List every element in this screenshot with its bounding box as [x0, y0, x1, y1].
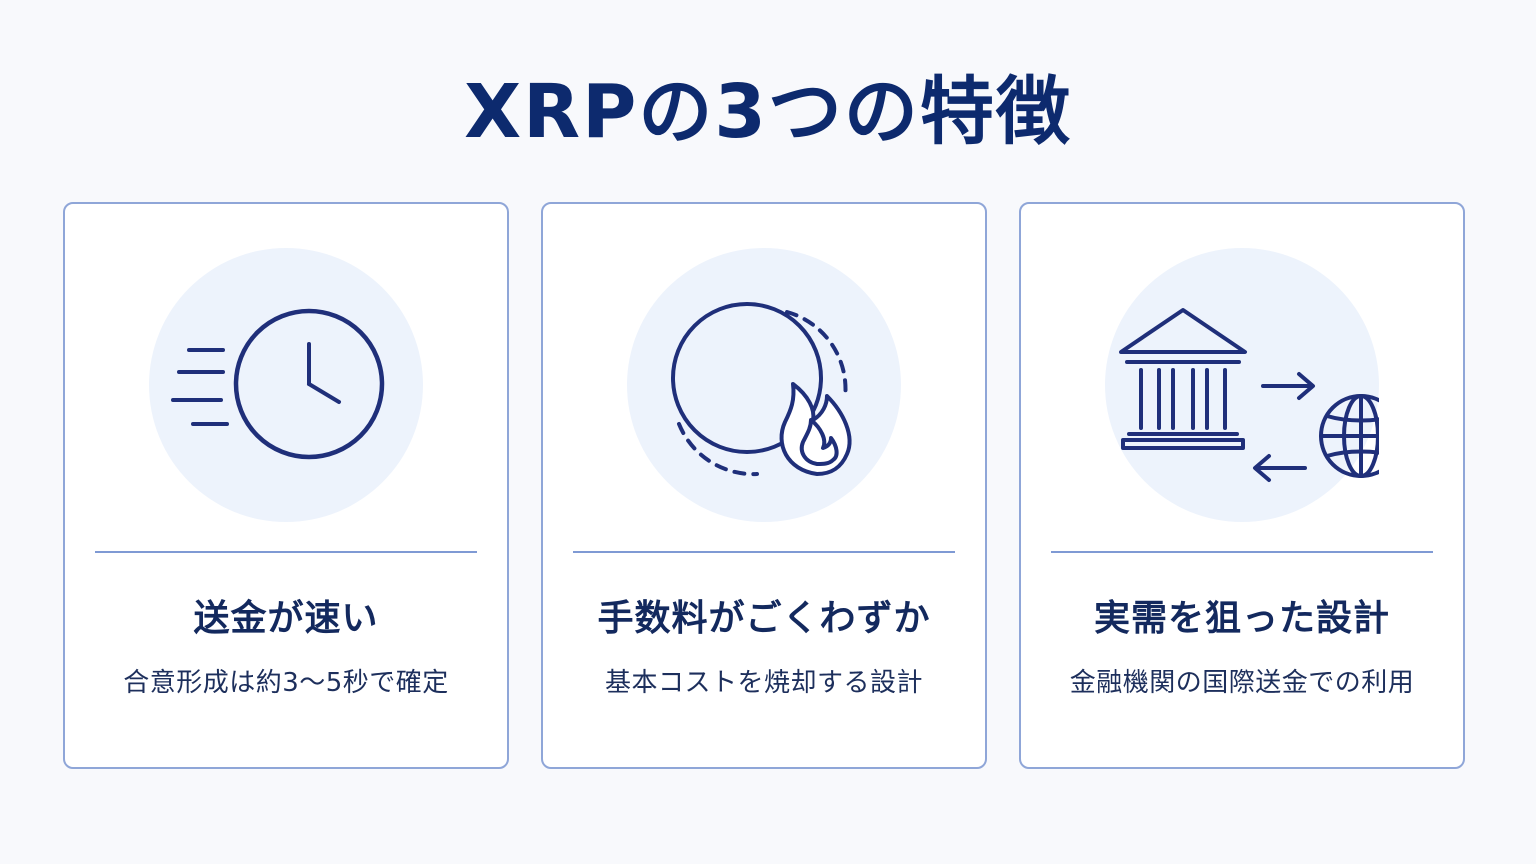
- card-title: 手数料がごくわずか: [597, 598, 931, 639]
- card-title: 送金が速い: [193, 598, 379, 639]
- card-subtitle: 合意形成は約3〜5秒で確定: [123, 668, 449, 698]
- card-title: 実需を狙った設計: [1093, 598, 1390, 639]
- card-subtitle: 金融機関の国際送金での利用: [1069, 668, 1415, 698]
- feature-card-fee: 手数料がごくわずか 基本コストを焼却する設計: [541, 202, 987, 769]
- card-subtitle: 基本コストを焼却する設計: [604, 668, 923, 698]
- card-divider: [573, 551, 955, 553]
- page-title: XRPの3つの特徴: [464, 69, 1072, 155]
- feature-cards: 送金が速い 合意形成は約3〜5秒で確定 手数料がごくわずか 基本コストを焼却する…: [63, 202, 1465, 769]
- fast-clock-icon: [171, 308, 385, 460]
- card-divider: [95, 551, 477, 553]
- burning-coin-icon: [671, 302, 852, 477]
- icon-circle: [1105, 248, 1379, 522]
- feature-card-utility: 実需を狙った設計 金融機関の国際送金での利用: [1019, 202, 1465, 769]
- feature-card-speed: 送金が速い 合意形成は約3〜5秒で確定: [63, 202, 509, 769]
- bank-globe-exchange-icon: [1119, 308, 1379, 482]
- icon-circle: [627, 248, 901, 522]
- icon-circle: [149, 248, 423, 522]
- card-divider: [1051, 551, 1433, 553]
